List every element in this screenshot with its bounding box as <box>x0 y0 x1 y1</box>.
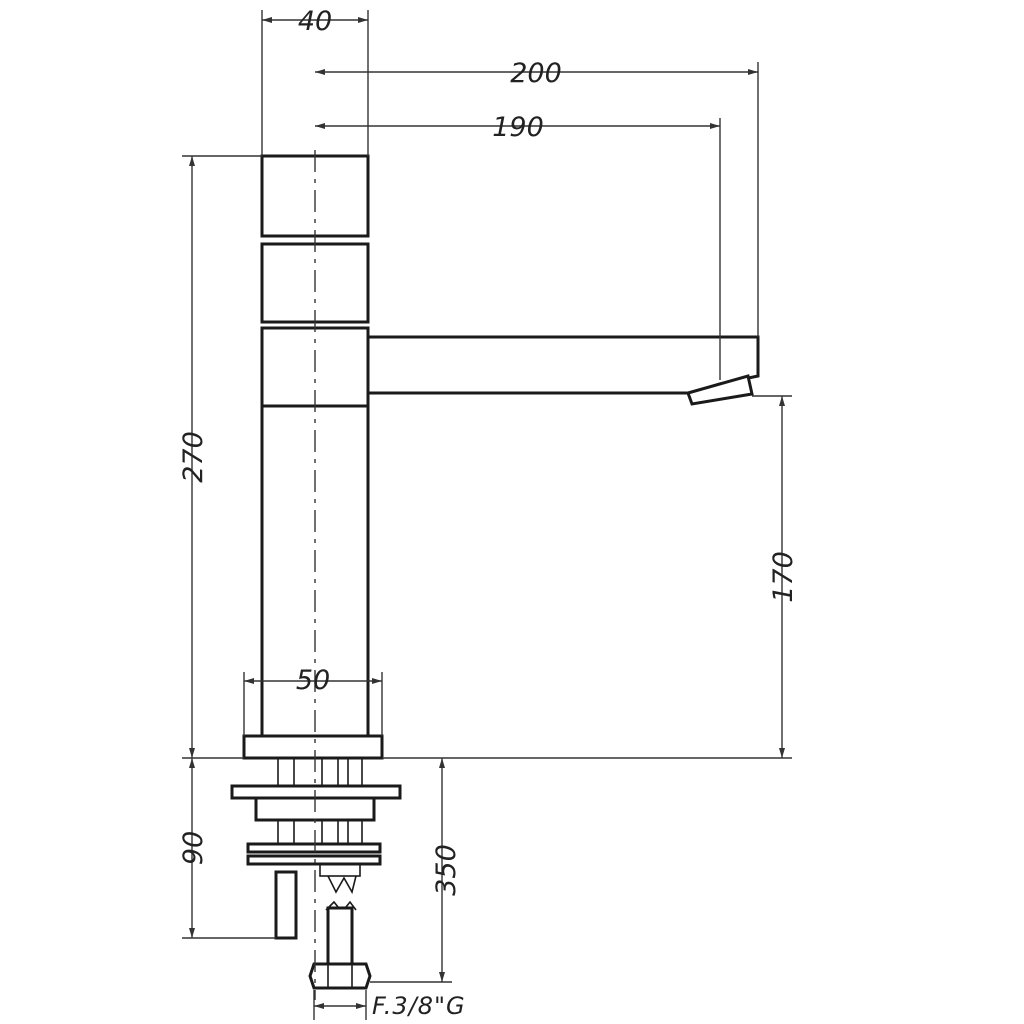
dimension-body-width: 40 <box>261 6 369 156</box>
dim-label-shank-length: 90 <box>178 831 209 865</box>
dimension-spout-height: 170 <box>382 395 799 759</box>
shank-center-upper <box>321 757 339 787</box>
base-assembly <box>230 734 402 990</box>
shank-left-upper <box>277 757 295 787</box>
base-plate <box>242 734 384 760</box>
shank-right-mid <box>347 819 363 845</box>
dim-label-total-height: 270 <box>178 431 209 483</box>
dimension-base-width: 50 <box>243 665 383 736</box>
dimension-spout-reach: 200 <box>315 58 759 337</box>
hose-break-top <box>327 875 357 895</box>
spout-arm <box>366 335 760 395</box>
dimension-spout-axis: 190 <box>315 112 721 380</box>
dimension-connection: F.3/8"G <box>313 990 466 1020</box>
dimension-shank-length: 90 <box>178 758 276 939</box>
dim-label-base-width: 50 <box>296 665 330 696</box>
shank-right-upper <box>347 757 363 787</box>
dimension-total-height: 270 <box>178 155 262 759</box>
hose-end <box>326 906 354 966</box>
fixing-nut-top <box>246 842 382 854</box>
dim-label-hose-length: 350 <box>431 844 462 896</box>
dim-label-body-width: 40 <box>298 6 332 37</box>
fixing-nut-bottom <box>246 854 382 866</box>
dim-label-spout-height: 170 <box>768 551 799 603</box>
spout <box>366 335 760 406</box>
aerator <box>686 374 754 406</box>
threaded-rod <box>274 870 298 940</box>
fixing-washer <box>230 784 402 800</box>
shank-center-mid <box>321 819 339 845</box>
dim-label-spout-axis: 190 <box>492 112 544 143</box>
hose-nut <box>308 962 372 990</box>
dimension-hose-length: 350 <box>370 758 462 983</box>
connection-label: F.3/8"G <box>372 992 466 1020</box>
hose-stub <box>319 863 361 877</box>
dim-label-spout-reach: 200 <box>510 58 562 89</box>
shank-left-mid <box>277 819 295 845</box>
